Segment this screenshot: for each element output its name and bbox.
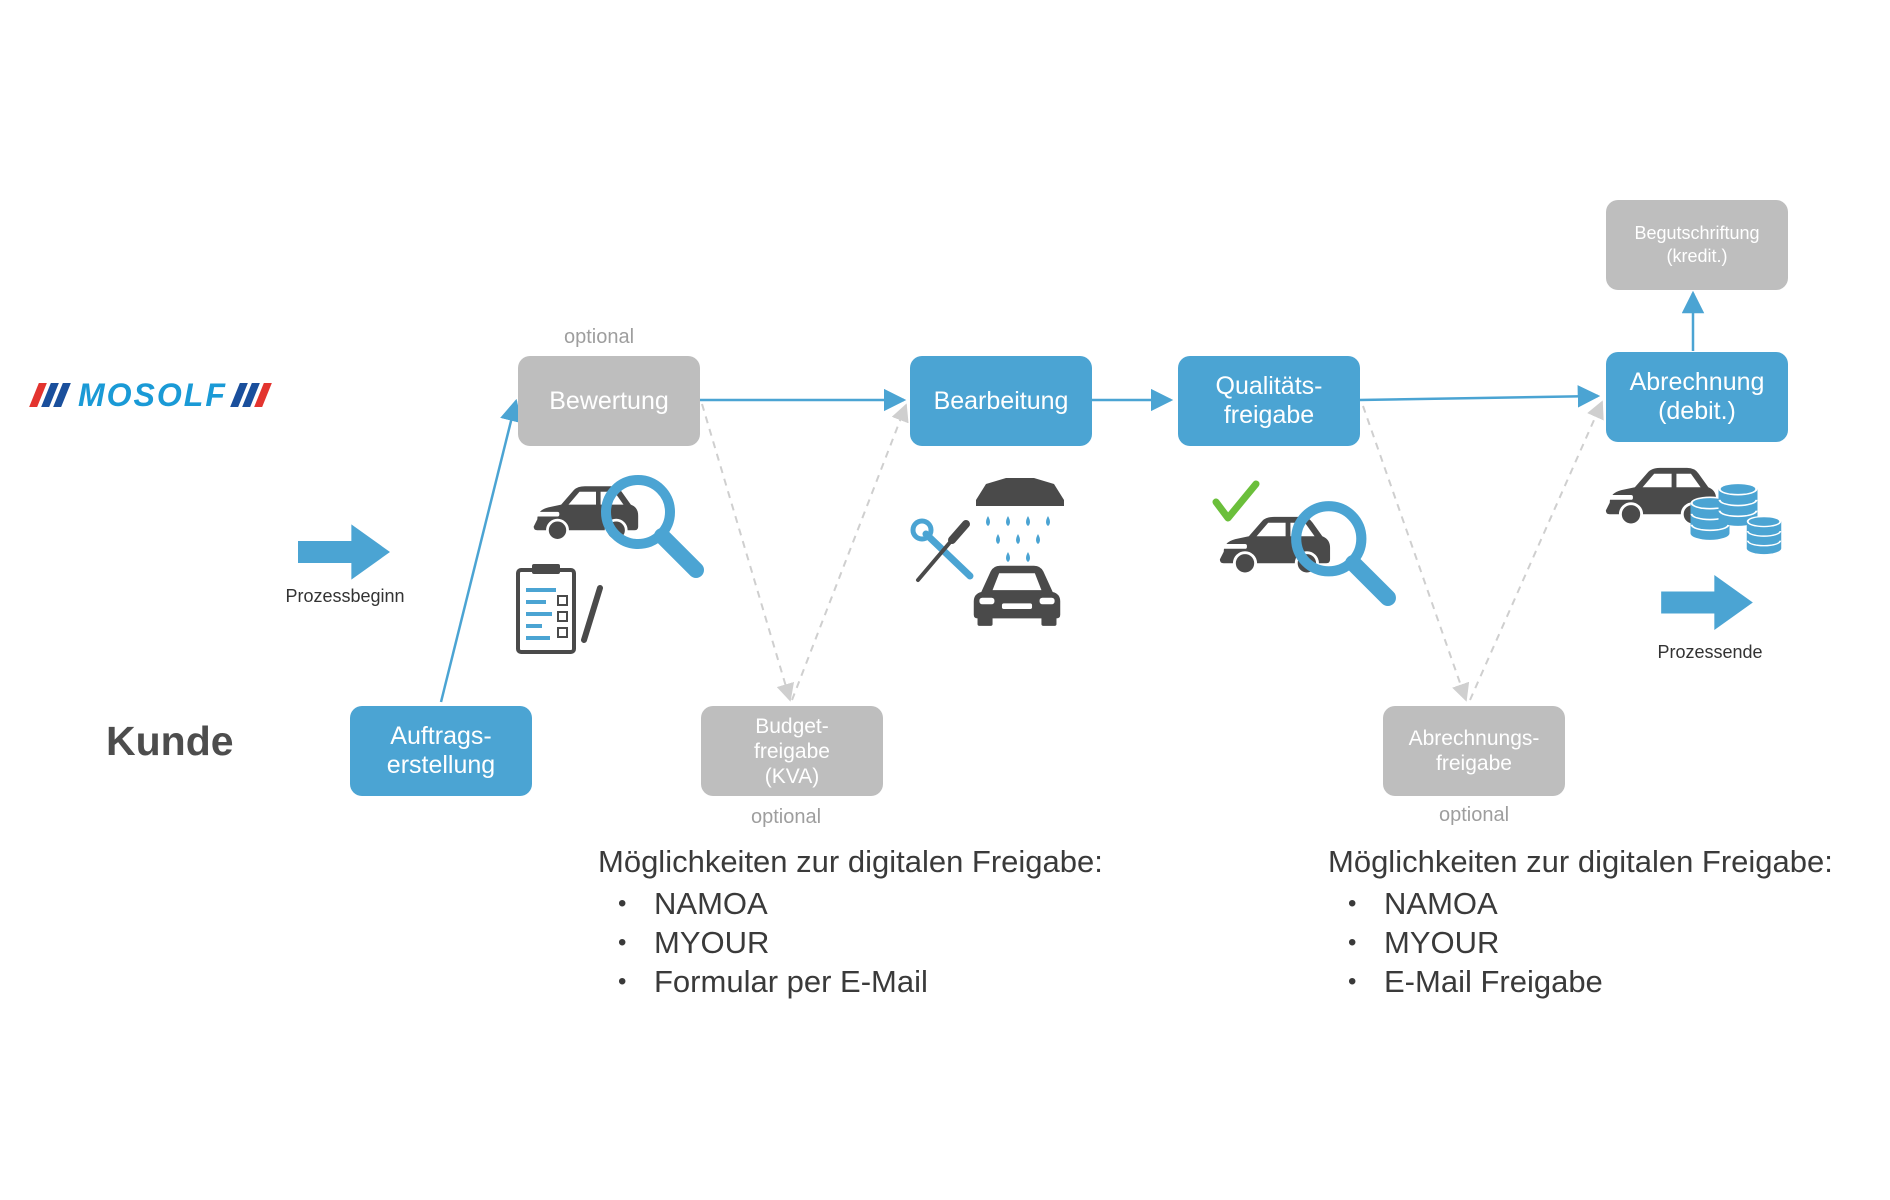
step-abrechnungsfreigabe: Abrechnungs- freigabe (1383, 706, 1565, 796)
arrow-right-icon (298, 524, 390, 580)
process-start-label: Prozessbeginn (285, 586, 405, 606)
connector-qualitaet-to-abrechnungsfreigabe (1362, 405, 1470, 702)
optional-tag-bewertung: optional (563, 326, 635, 348)
options-heading: Möglichkeiten zur digitalen Freigabe: (598, 844, 1103, 879)
logo-wordmark: MOSOLF (78, 376, 227, 413)
car-icon (532, 484, 640, 542)
screwdriver-icon (916, 520, 970, 582)
wrench-icon (910, 518, 974, 580)
step-bearbeitung: Bearbeitung (910, 356, 1092, 446)
logo-right-stripes (230, 383, 272, 407)
list-item: •MYOUR (618, 925, 770, 960)
list-item: •Formular per E-Mail (618, 964, 928, 999)
step-budgetfreigabe: Budget- freigabe (KVA) (701, 706, 883, 796)
step-qualitaetsfreigabe: Qualitäts- freigabe (1178, 356, 1360, 446)
mosolf-logo: MOSOLF (29, 376, 272, 413)
connector-abrechnungsfreigabe-to-abrechnung (1469, 400, 1604, 701)
connector-budget-to-bearbeitung (791, 403, 909, 701)
list-item: •NAMOA (1348, 886, 1498, 921)
clipboard-icon (516, 564, 603, 654)
connector-auftrag-to-bewertung (439, 398, 523, 703)
customer-label: Kunde (106, 718, 234, 764)
list-item: •NAMOA (618, 886, 768, 921)
list-item: •E-Mail Freigabe (1348, 964, 1603, 999)
logo-left-stripes (29, 383, 71, 407)
car-icon (973, 565, 1061, 626)
shower-icon (976, 478, 1064, 562)
connector-qualitaet-to-abrechnung (1358, 385, 1601, 408)
step-abrechnung: Abrechnung (debit.) (1606, 352, 1788, 442)
arrow-right-icon (1661, 575, 1753, 630)
options-heading: Möglichkeiten zur digitalen Freigabe: (1328, 844, 1833, 879)
step-auftragserstellung: Auftrags- erstellung (350, 706, 532, 796)
connector-bewertung-to-budget (701, 403, 795, 702)
step-bewertung: Bewertung (518, 356, 700, 446)
list-item: •MYOUR (1348, 925, 1500, 960)
digital-approval-options-right: Möglichkeiten zur digitalen Freigabe: •N… (1328, 844, 1833, 1001)
step-begutschriftung: Begutschriftung (kredit.) (1606, 200, 1788, 290)
optional-tag-budget: optional (750, 806, 822, 828)
digital-approval-options-left: Möglichkeiten zur digitalen Freigabe: •N… (598, 844, 1103, 1001)
checkmark-icon (1212, 480, 1260, 522)
optional-tag-abrechnungsfreigabe: optional (1438, 804, 1510, 826)
process-end-label: Prozessende (1657, 642, 1763, 662)
